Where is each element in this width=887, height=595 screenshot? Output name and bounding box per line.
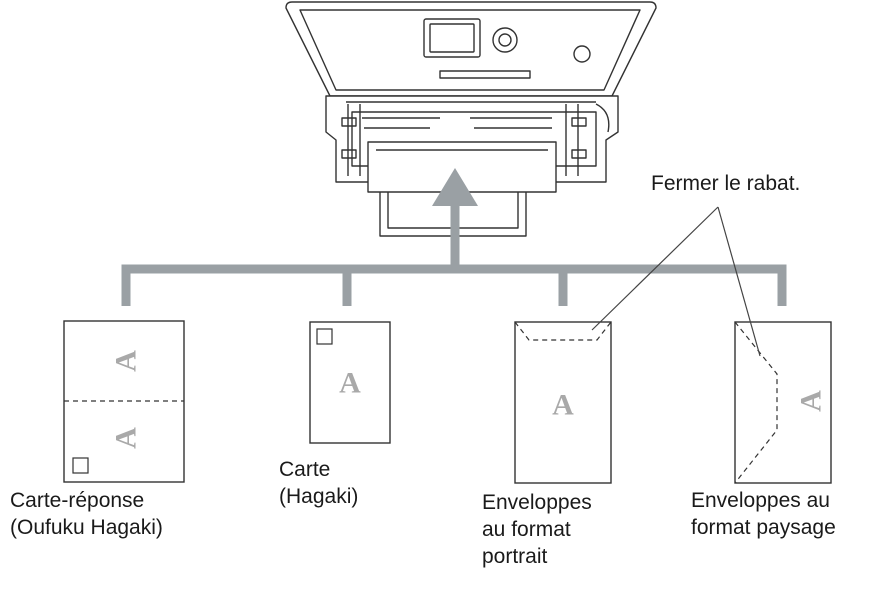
landscape-envelope-letter: A [795, 390, 828, 412]
feed-direction-arrow [121, 205, 787, 306]
postcard-caption: Carte (Hagaki) [279, 456, 358, 510]
portrait-envelope-caption: Enveloppes au format portrait [482, 489, 592, 570]
caption-line: Enveloppes au [691, 489, 830, 512]
landscape-envelope-illustration: A [734, 321, 832, 484]
caption-line: portrait [482, 545, 548, 568]
reply-card-caption: Carte-réponse (Oufuku Hagaki) [10, 487, 163, 541]
portrait-envelope-illustration: A [514, 321, 612, 484]
caption-line: Carte-réponse [10, 489, 145, 512]
printer-illustration [285, 1, 657, 237]
flap-callout-lines [591, 206, 761, 357]
reply-card-illustration: A A [63, 320, 185, 483]
portrait-envelope-letter: A [552, 389, 574, 422]
postcard-illustration: A [309, 321, 391, 444]
close-flap-annotation: Fermer le rabat. [651, 172, 801, 195]
caption-line: (Hagaki) [279, 485, 359, 508]
reply-card-letter-bottom: A [110, 427, 143, 449]
reply-card-letter-top: A [110, 350, 143, 372]
caption-line: (Oufuku Hagaki) [10, 516, 163, 539]
arrow-head [432, 168, 478, 206]
caption-line: au format [482, 518, 571, 541]
postcard-letter: A [339, 367, 361, 400]
caption-line: Enveloppes [482, 491, 592, 514]
caption-line: format paysage [691, 516, 836, 539]
landscape-envelope-caption: Enveloppes au format paysage [691, 487, 836, 541]
caption-line: Carte [279, 458, 331, 481]
